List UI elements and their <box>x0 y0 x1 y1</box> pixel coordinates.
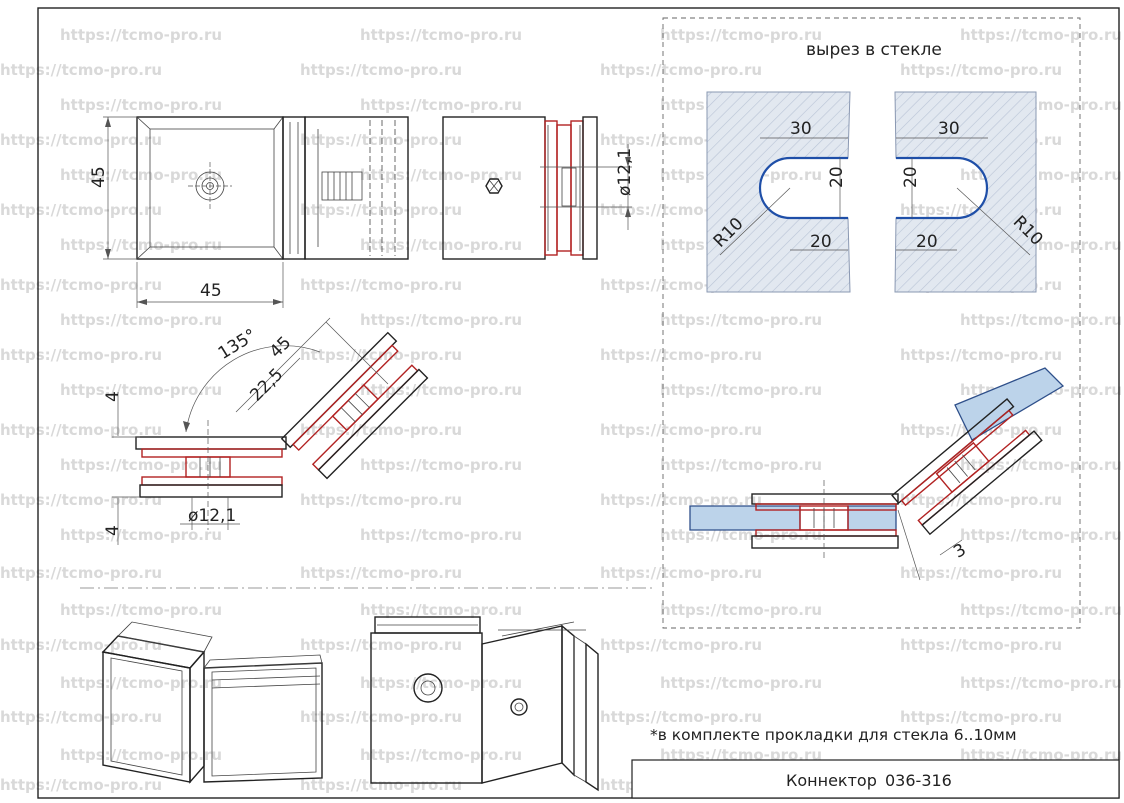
watermark-text: https://tcmo-pro.ru <box>0 708 162 726</box>
cut-20-v-left: 20 <box>810 232 832 252</box>
watermark-text: https://tcmo-pro.ru <box>300 421 462 439</box>
title-code: 036-316 <box>885 771 952 790</box>
watermark-text: https://tcmo-pro.ru <box>660 674 822 692</box>
watermark-text: https://tcmo-pro.ru <box>660 601 822 619</box>
watermark-text: https://tcmo-pro.ru <box>960 26 1122 44</box>
watermark-text: https://tcmo-pro.ru <box>300 131 462 149</box>
watermark-text: https://tcmo-pro.ru <box>360 456 522 474</box>
watermark-text: https://tcmo-pro.ru <box>360 311 522 329</box>
iso-view-2 <box>370 616 599 792</box>
side-diameter-dim: ø12,1 <box>615 148 635 196</box>
watermark-text: https://tcmo-pro.ru <box>60 674 222 692</box>
watermark-text: https://tcmo-pro.ru <box>300 276 462 294</box>
cutout-left: 30 20 20 R10 <box>706 91 851 293</box>
watermark-text: https://tcmo-pro.ru <box>600 61 762 79</box>
watermark-text: https://tcmo-pro.ru <box>0 776 162 794</box>
watermark-text: https://tcmo-pro.ru <box>0 636 162 654</box>
cut-20-h-right: 20 <box>901 166 921 188</box>
watermark-text: https://tcmo-pro.ru <box>900 61 1062 79</box>
watermark-text: https://tcmo-pro.ru <box>960 526 1122 544</box>
iso-view-1 <box>101 621 323 784</box>
watermark-text: https://tcmo-pro.ru <box>900 491 1062 509</box>
glass-assembly-view: 3 <box>689 367 1065 581</box>
cut-30-right: 30 <box>938 119 960 139</box>
watermark-text: https://tcmo-pro.ru <box>600 636 762 654</box>
watermark-text: https://tcmo-pro.ru <box>360 166 522 184</box>
watermark-text: https://tcmo-pro.ru <box>60 381 222 399</box>
watermark-text: https://tcmo-pro.ru <box>300 636 462 654</box>
front-height-dim: 45 <box>89 166 109 188</box>
watermark-text: https://tcmo-pro.ru <box>960 674 1122 692</box>
watermark-text: https://tcmo-pro.ru <box>360 96 522 114</box>
watermark-text: https://tcmo-pro.ru <box>360 601 522 619</box>
cut-20-v-right: 20 <box>916 232 938 252</box>
watermark-text: https://tcmo-pro.ru <box>600 708 762 726</box>
watermark-text: https://tcmo-pro.ru <box>0 201 162 219</box>
cut-20-h-left: 20 <box>827 166 847 188</box>
watermark-text: https://tcmo-pro.ru <box>660 26 822 44</box>
watermark-text: https://tcmo-pro.ru <box>60 746 222 764</box>
watermark-text: https://tcmo-pro.ru <box>360 746 522 764</box>
watermark-text: https://tcmo-pro.ru <box>0 276 162 294</box>
watermark-text: https://tcmo-pro.ru <box>0 131 162 149</box>
watermark-text: https://tcmo-pro.ru <box>900 346 1062 364</box>
cut-30-left: 30 <box>790 119 812 139</box>
front-view: 45 45 <box>89 116 409 308</box>
watermark-text: https://tcmo-pro.ru <box>960 601 1122 619</box>
diag-22-5-dim: 22,5 <box>246 365 287 406</box>
watermark-text: https://tcmo-pro.ru <box>900 564 1062 582</box>
cutout-panel <box>662 17 1081 629</box>
watermark-text: https://tcmo-pro.ru <box>60 456 222 474</box>
sheet-border <box>37 7 1120 799</box>
watermark-text: https://tcmo-pro.ru <box>300 201 462 219</box>
watermark-text: https://tcmo-pro.ru <box>300 491 462 509</box>
watermark-text: https://tcmo-pro.ru <box>600 421 762 439</box>
watermark-text: https://tcmo-pro.ru <box>300 564 462 582</box>
offset-bottom-dim: 4 <box>103 525 123 536</box>
watermark-text: https://tcmo-pro.ru <box>0 421 162 439</box>
watermark-text: https://tcmo-pro.ru <box>60 96 222 114</box>
title-name: Коннектор <box>786 771 877 790</box>
watermark-text: https://tcmo-pro.ru <box>60 236 222 254</box>
watermark-text: https://tcmo-pro.ru <box>600 564 762 582</box>
offset-top-dim: 4 <box>103 391 123 402</box>
watermark-text: https://tcmo-pro.ru <box>300 61 462 79</box>
bottom-diameter-dim: ø12,1 <box>188 506 236 526</box>
front-width-dim: 45 <box>200 281 222 301</box>
watermark-text: https://tcmo-pro.ru <box>0 61 162 79</box>
side-view: ø12,1 <box>442 116 635 260</box>
watermark-text: https://tcmo-pro.ru <box>600 346 762 364</box>
watermark-text: https://tcmo-pro.ru <box>660 381 822 399</box>
title-block: Коннектор 036-316 <box>631 759 1120 799</box>
watermark-text: https://tcmo-pro.ru <box>60 26 222 44</box>
watermark-text: https://tcmo-pro.ru <box>300 346 462 364</box>
watermark-text: https://tcmo-pro.ru <box>0 564 162 582</box>
watermark-text: https://tcmo-pro.ru <box>300 708 462 726</box>
cutout-right: 30 20 20 R10 <box>894 91 1047 293</box>
watermark-text: https://tcmo-pro.ru <box>0 346 162 364</box>
watermark-text: https://tcmo-pro.ru <box>900 636 1062 654</box>
watermark-text: https://tcmo-pro.ru <box>60 526 222 544</box>
watermark-text: https://tcmo-pro.ru <box>960 311 1122 329</box>
watermark-text: https://tcmo-pro.ru <box>60 311 222 329</box>
watermark-text: https://tcmo-pro.ru <box>960 456 1122 474</box>
watermark-text: https://tcmo-pro.ru <box>360 381 522 399</box>
watermark-text: https://tcmo-pro.ru <box>0 491 162 509</box>
watermark-text: https://tcmo-pro.ru <box>900 708 1062 726</box>
watermark-text: https://tcmo-pro.ru <box>360 526 522 544</box>
watermark-text: https://tcmo-pro.ru <box>600 491 762 509</box>
watermark-text: https://tcmo-pro.ru <box>60 166 222 184</box>
watermark-text: https://tcmo-pro.ru <box>360 26 522 44</box>
cutout-title: вырез в стекле <box>806 40 942 60</box>
watermark-text: https://tcmo-pro.ru <box>660 311 822 329</box>
watermark-text: https://tcmo-pro.ru <box>360 236 522 254</box>
kit-note: *в комплекте прокладки для стекла 6..10м… <box>650 726 1017 744</box>
watermark-text: https://tcmo-pro.ru <box>660 456 822 474</box>
watermark-text: https://tcmo-pro.ru <box>300 776 462 794</box>
watermark-text: https://tcmo-pro.ru <box>60 601 222 619</box>
diag-45-dim: 45 <box>266 333 295 362</box>
